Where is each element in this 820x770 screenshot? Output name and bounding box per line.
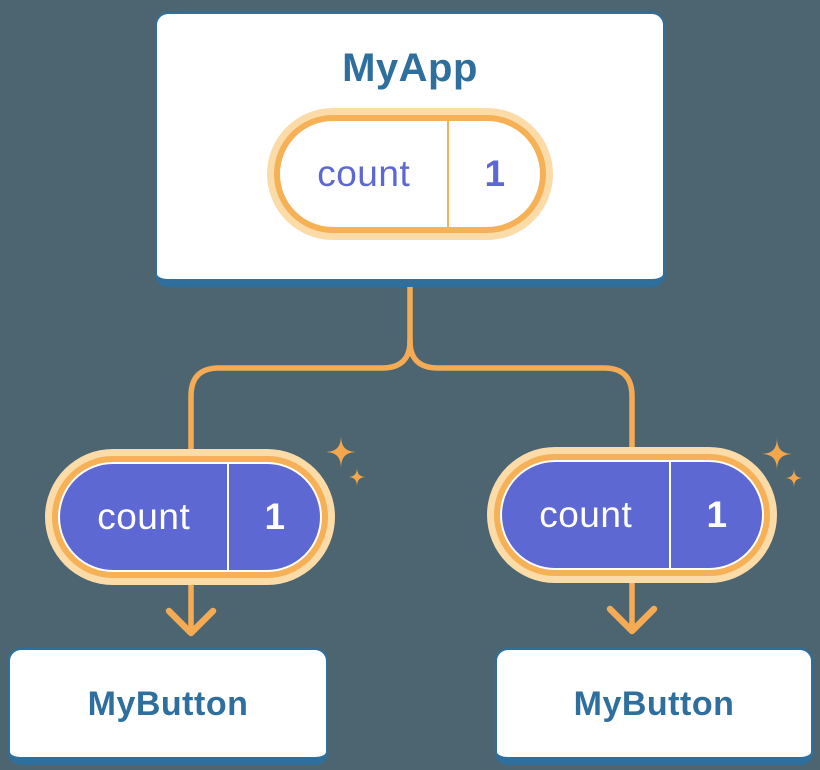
state-pill: count 1: [267, 108, 553, 240]
component-title: MyApp: [342, 46, 478, 90]
state-pill-ring: count 1: [274, 115, 546, 233]
left-branch-line: [188, 338, 413, 633]
sparkle-icon: [784, 468, 804, 488]
sparkle-icon: [324, 435, 358, 469]
prop-pill-ring: count 1: [494, 454, 770, 576]
prop-pill-right: count 1: [487, 447, 777, 583]
prop-label: count: [539, 494, 633, 535]
component-card-myapp: MyApp count 1: [155, 12, 665, 287]
component-card-mybutton-right: MyButton: [495, 648, 813, 765]
arrow-down-icon: [606, 605, 658, 635]
sparkle-icon: [760, 437, 794, 471]
prop-label: count: [97, 496, 191, 537]
sparkle-icon: [347, 467, 367, 487]
component-title: MyButton: [87, 684, 249, 723]
prop-pill-ring: count 1: [52, 456, 328, 578]
prop-value: 1: [669, 462, 762, 568]
arrow-down-icon: [165, 607, 217, 637]
state-label: count: [317, 153, 411, 194]
component-title: MyButton: [573, 684, 735, 723]
prop-value: 1: [227, 464, 320, 570]
right-branch-line: [407, 338, 635, 631]
component-card-mybutton-left: MyButton: [8, 648, 328, 765]
state-value: 1: [447, 121, 540, 227]
prop-pill-left: count 1: [45, 449, 335, 585]
